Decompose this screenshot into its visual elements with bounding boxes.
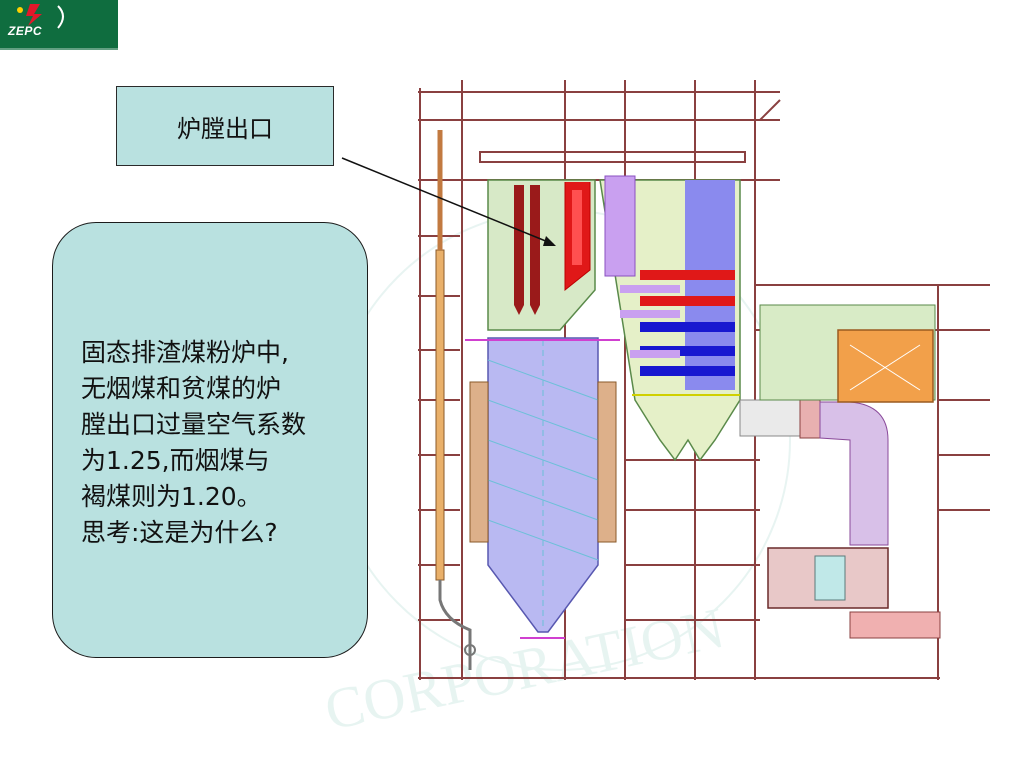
callout-leader	[341, 157, 556, 246]
fan-unit	[767, 547, 941, 639]
note-line-2: 无烟煤和贫煤的炉	[81, 374, 282, 403]
note-text: 固态排渣煤粉炉中, 无烟煤和贫煤的炉 膛出口过量空气系数 为1.25,而烟煤与 …	[81, 335, 371, 551]
question-note: 固态排渣煤粉炉中, 无烟煤和贫煤的炉 膛出口过量空气系数 为1.25,而烟煤与 …	[52, 222, 368, 658]
furnace-upper	[487, 179, 596, 331]
zepc-logo	[17, 4, 64, 29]
top-flue-duct	[479, 151, 746, 163]
header-divider	[0, 48, 118, 50]
back-pass	[599, 175, 741, 462]
furnace-main	[465, 337, 620, 639]
note-line-3: 膛出口过量空气系数	[81, 410, 307, 439]
note-line-1: 固态排渣煤粉炉中,	[81, 338, 289, 367]
air-preheater	[759, 304, 936, 403]
note-line-5: 褐煤则为1.20。	[81, 482, 262, 511]
furnace-exit-callout: 炉膛出口	[116, 86, 334, 166]
steel-frame	[418, 80, 990, 680]
flue-duct	[739, 397, 889, 546]
note-line-4: 为1.25,而烟煤与	[81, 446, 270, 475]
logo-text: ZEPC	[8, 24, 43, 38]
note-line-6: 思考:这是为什么?	[81, 518, 278, 547]
watermark-text: CORPORATION	[319, 595, 730, 743]
callout-label: 炉膛出口	[177, 114, 273, 143]
downcomer-pipe	[435, 130, 476, 670]
